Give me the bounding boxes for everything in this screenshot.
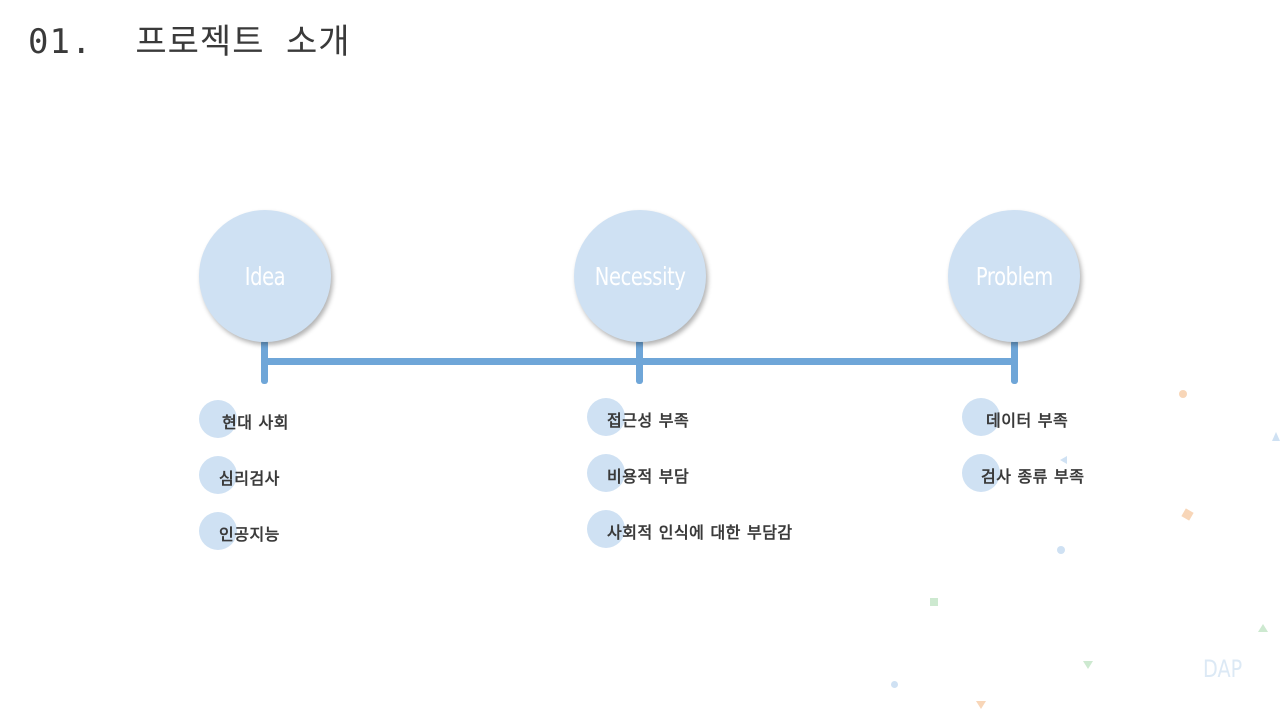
problem-label: Problem xyxy=(975,261,1053,291)
confetti-triangle xyxy=(1272,432,1280,441)
item-bullet xyxy=(962,454,1000,492)
confetti-triangle xyxy=(1258,624,1268,632)
item-label: 검사 종류 부족 xyxy=(981,467,1085,486)
item-bullet xyxy=(962,398,1000,436)
timeline-stem-problem xyxy=(1011,340,1018,384)
timeline-stem-idea xyxy=(261,340,268,384)
idea-label: Idea xyxy=(244,261,286,291)
item-label: 사회적 인식에 대한 부담감 xyxy=(607,523,793,542)
item-bullet xyxy=(587,510,625,548)
confetti-square xyxy=(930,598,938,606)
confetti-triangle xyxy=(1083,661,1093,669)
confetti-triangle xyxy=(1060,456,1067,464)
item-label: 데이터 부족 xyxy=(986,411,1069,430)
watermark-text: DAP xyxy=(1203,655,1243,683)
confetti-square xyxy=(1181,508,1194,521)
confetti-dot xyxy=(1179,390,1187,398)
confetti-triangle xyxy=(976,701,986,709)
item-label: 접근성 부족 xyxy=(607,411,690,430)
page-title: 01. 프로젝트 소개 xyxy=(28,22,351,62)
necessity-label: Necessity xyxy=(594,261,686,291)
idea-circle: Idea xyxy=(199,210,331,342)
item-bullet xyxy=(587,454,625,492)
item-label: 비용적 부담 xyxy=(607,467,690,486)
item-label: 심리검사 xyxy=(219,469,280,488)
necessity-circle: Necessity xyxy=(574,210,706,342)
problem-circle: Problem xyxy=(948,210,1080,342)
item-bullet xyxy=(199,400,237,438)
item-bullet xyxy=(199,512,237,550)
item-bullet xyxy=(199,456,237,494)
timeline-stem-necessity xyxy=(636,340,643,384)
item-label: 인공지능 xyxy=(219,525,280,544)
item-bullet xyxy=(587,398,625,436)
confetti-dot xyxy=(1057,546,1065,554)
confetti-dot xyxy=(891,681,898,688)
item-label: 현대 사회 xyxy=(222,413,289,432)
